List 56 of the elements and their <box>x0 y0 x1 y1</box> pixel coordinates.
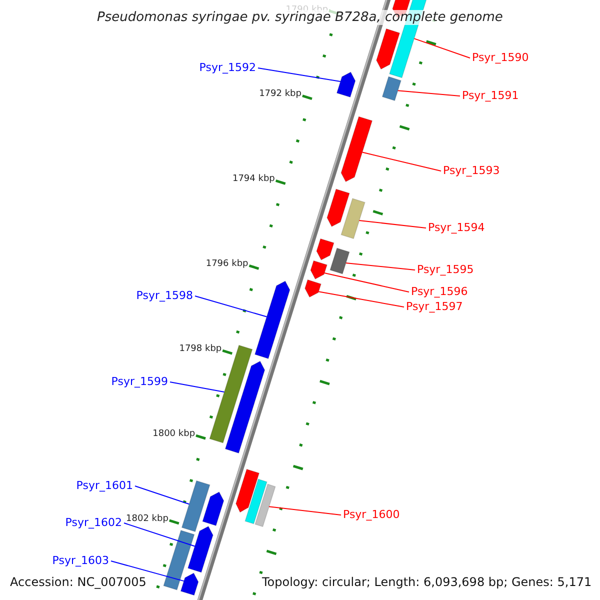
scale-label: 1802 kbp <box>126 514 168 526</box>
gene-block <box>202 491 224 526</box>
leader-line <box>194 296 268 318</box>
leader-line <box>397 90 460 96</box>
gene-label: Psyr_1592 <box>199 61 256 74</box>
leader-line <box>258 68 341 82</box>
scale-label: 1792 kbp <box>259 89 302 100</box>
gene-label: Psyr_1591 <box>462 89 519 102</box>
gene-label: Psyr_1594 <box>428 221 485 234</box>
gene-box <box>382 76 402 102</box>
topology-text: Topology: circular; Length: 6,093,698 bp; Genes: 5,171 <box>262 575 592 589</box>
leader-line <box>345 262 416 270</box>
leader-line <box>170 382 225 392</box>
leader-line <box>124 522 196 547</box>
gene-box <box>330 248 350 274</box>
gene-box <box>181 480 210 532</box>
gene-block <box>304 279 322 298</box>
gene-label: Psyr_1602 <box>65 516 122 529</box>
gene-block <box>310 260 328 280</box>
scale-label: 1798 kbp <box>179 344 222 356</box>
gene-box <box>244 478 268 524</box>
gene-block <box>316 238 334 260</box>
accession-text: Accession: NC_007005 <box>10 575 146 589</box>
gene-label: Psyr_1600 <box>343 508 400 521</box>
gene-block <box>236 468 260 513</box>
gene-block <box>376 28 400 70</box>
leader-line <box>110 560 184 582</box>
gene-box <box>163 530 195 590</box>
gene-block <box>340 116 373 182</box>
gene-label: Psyr_1598 <box>136 289 193 302</box>
gene-box <box>254 484 276 528</box>
gene-label: Psyr_1595 <box>417 263 474 276</box>
gene-label: Psyr_1597 <box>406 300 463 313</box>
scale-label: 1794 kbp <box>232 174 275 186</box>
leader-line <box>362 152 442 172</box>
gene-label: Psyr_1601 <box>76 479 133 492</box>
gene-block <box>224 360 266 454</box>
scale-label: 1800 kbp <box>152 429 196 440</box>
gene-block <box>336 72 356 98</box>
gene-box <box>340 198 366 240</box>
gene-label: Psyr_1590 <box>472 51 529 64</box>
gene-block <box>254 280 290 360</box>
gene-label: Psyr_1603 <box>52 554 109 567</box>
gene-block <box>180 572 199 596</box>
scale-label: 1796 kbp <box>206 259 248 270</box>
leader-line <box>268 506 342 516</box>
leader-line <box>324 272 410 292</box>
leader-line <box>414 38 470 58</box>
leader-line <box>318 291 404 308</box>
leader-line <box>134 486 190 505</box>
gene-label: Psyr_1593 <box>443 164 500 177</box>
gene-label: Psyr_1599 <box>111 375 168 388</box>
gene-block <box>326 188 350 228</box>
gene-label: Psyr_1596 <box>411 285 468 298</box>
leader-line <box>358 220 426 228</box>
gene-block <box>187 526 214 573</box>
